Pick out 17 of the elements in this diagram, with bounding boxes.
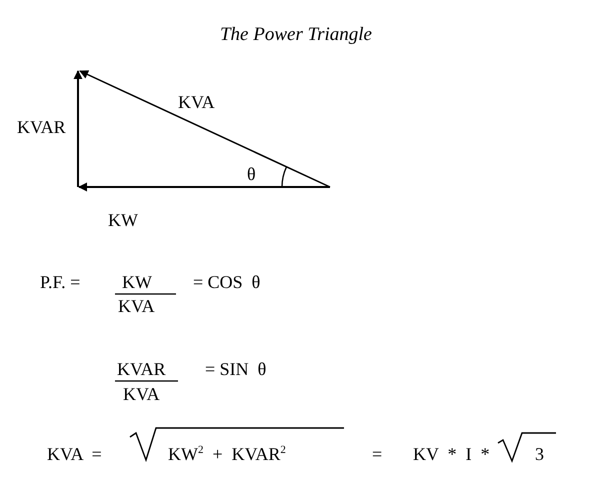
formula-text: KW$^{2}$ + KVAR$^{2}$ (168, 444, 286, 464)
formula-text: P.F. = (40, 272, 80, 292)
formula-text: 3 (535, 444, 544, 464)
formula-text: = SIN θ (205, 359, 266, 379)
formula-text: KV * I * (413, 444, 490, 464)
vector-label: KVAR (17, 117, 66, 137)
formula-text: KVA (118, 296, 155, 316)
formula-text: = COS θ (193, 272, 260, 292)
formula-text: KVAR (117, 359, 166, 379)
vector-label: KVA (178, 92, 215, 112)
formula-text: KW (122, 272, 152, 292)
angle-symbol: θ (247, 164, 256, 184)
formula-text: KVA = (47, 444, 102, 464)
vector-label: KW (108, 210, 138, 230)
formula-text: = (372, 444, 382, 464)
formula-text: KVA (123, 384, 160, 404)
diagram-title: The Power Triangle (218, 24, 373, 46)
